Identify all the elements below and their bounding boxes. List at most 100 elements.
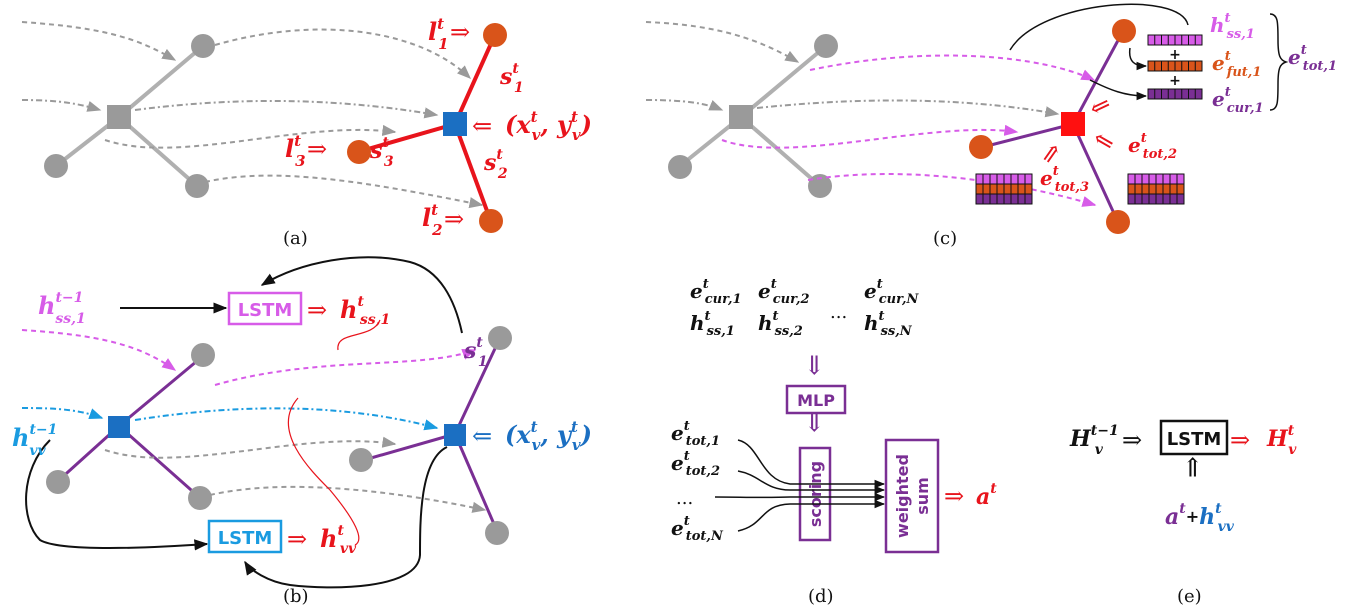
segment-s2	[453, 123, 492, 220]
lane-node	[485, 521, 509, 545]
message-arrow	[214, 28, 472, 79]
left-neighbor-node	[191, 34, 215, 58]
left-agent-node	[108, 416, 130, 438]
double-arrow-pos: ⇐	[472, 112, 492, 140]
attention-curve	[337, 319, 381, 351]
message-arrow	[204, 174, 484, 209]
lstm-label: LSTM	[1167, 429, 1222, 450]
lstm-box-top	[227, 291, 303, 326]
message-arrow	[721, 124, 1019, 149]
left-neighbor-node	[44, 154, 68, 178]
lane-node	[488, 326, 512, 350]
message-arrow	[645, 21, 800, 63]
message-arrow	[756, 99, 1060, 118]
double-arrow-out: ⇒	[1230, 426, 1250, 454]
lane-node	[349, 448, 373, 472]
lstm-top-label: LSTM	[238, 300, 293, 321]
neighbor-node	[191, 343, 215, 367]
double-arrow-out: ⇒	[944, 482, 964, 510]
feature-link	[1009, 3, 1189, 51]
double-arrow-l3: ⇒	[307, 135, 327, 163]
double-arrow-tot2: ⇐	[1088, 124, 1119, 158]
stacked-feature-block	[1127, 173, 1185, 205]
caption-b: (b)	[283, 586, 309, 607]
scoring-label: scoring	[806, 461, 825, 527]
feature-link	[1089, 79, 1148, 101]
message-arrow	[134, 99, 439, 119]
segment-s3	[360, 122, 456, 153]
lane-node-2	[1106, 210, 1130, 234]
lane-node-3	[347, 140, 371, 164]
message-arrow	[21, 407, 104, 419]
feedback-arrow	[260, 256, 463, 334]
double-arrow-l2: ⇒	[444, 205, 464, 233]
message-arrow	[104, 124, 397, 149]
message-arrow	[645, 99, 724, 111]
neighbor-node	[814, 34, 838, 58]
weighted-sum-box	[884, 438, 940, 554]
sum-label: sum	[913, 477, 932, 515]
input-line	[737, 439, 886, 489]
lane-node-1	[1112, 19, 1136, 43]
message-arrow	[209, 485, 487, 513]
input-line	[737, 499, 886, 532]
message-arrow	[134, 407, 439, 431]
lstm-bottom-label: LSTM	[218, 528, 273, 549]
lane-node-1	[483, 23, 507, 47]
caption-e: (e)	[1177, 586, 1202, 607]
feature-h-ss	[1147, 34, 1203, 46]
plus-sign: +	[1169, 73, 1181, 89]
double-arrow-lstm-bottom: ⇒	[287, 525, 307, 553]
double-arrow-tot3: ⇒	[1034, 137, 1068, 170]
ego-agent-node	[443, 112, 467, 136]
feature-e-cur	[1147, 88, 1203, 100]
plus-sign: +	[1169, 47, 1181, 63]
stacked-feature-block	[975, 173, 1033, 205]
double-arrow-in: ⇒	[1122, 426, 1142, 454]
input-arrow	[25, 439, 209, 551]
message-arrow	[807, 173, 1097, 207]
lstm-box-bottom	[207, 519, 283, 554]
output-a: at	[976, 481, 997, 510]
double-arrow-l1: ⇒	[450, 18, 470, 46]
mlp-box	[785, 384, 847, 415]
input-line	[737, 470, 886, 495]
caption-d: (d)	[808, 586, 834, 607]
mlp-label: MLP	[797, 391, 835, 410]
message-arrow	[214, 349, 477, 386]
message-arrow	[21, 21, 177, 61]
neighbor-node	[46, 470, 70, 494]
neighbor-node	[668, 155, 692, 179]
weighted-label: weighted	[893, 454, 912, 538]
ego-agent-node	[1061, 112, 1085, 136]
attention-curve	[287, 397, 360, 546]
left-agent-node	[729, 105, 753, 129]
message-arrow	[21, 329, 177, 371]
lstm-box	[1159, 419, 1229, 456]
